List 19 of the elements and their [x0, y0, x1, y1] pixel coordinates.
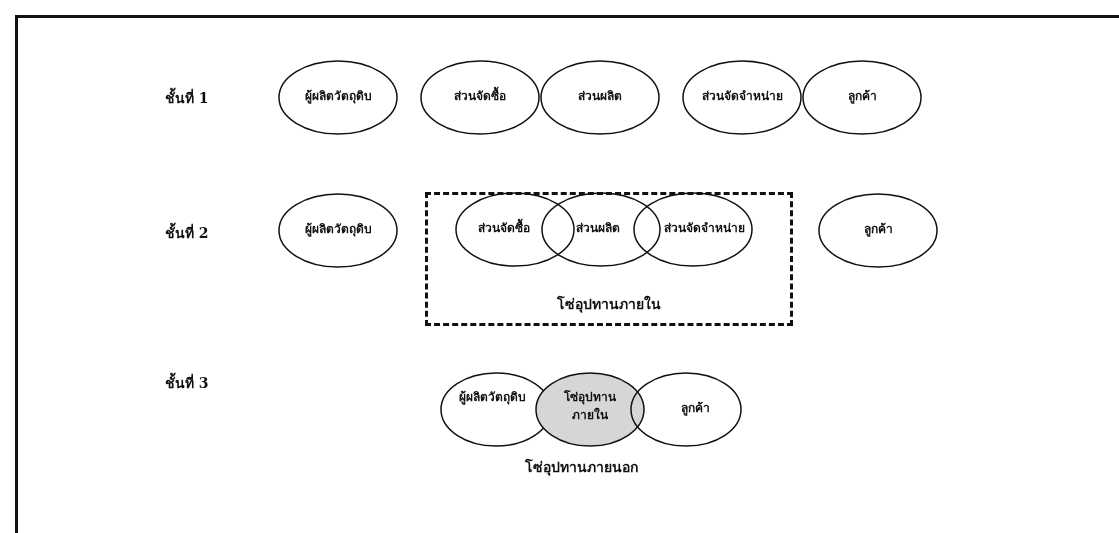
group-title: โซ่อุปทานภายใน	[557, 294, 661, 315]
node-label: ลูกค้า	[862, 221, 894, 238]
node-label: ส่วนจัดจำหน่าย	[700, 88, 784, 105]
node-label: ส่วนจัดซื้อ	[463, 219, 545, 237]
dashed-group-frame	[425, 192, 793, 326]
group-caption: โซ่อุปทานภายนอก	[525, 457, 638, 478]
node-label: ผู้ผลิตวัตถุดิบ	[457, 389, 527, 406]
row-label: ชั้นที่ 1	[165, 87, 209, 109]
node-label: ผู้ผลิตวัตถุดิบ	[303, 88, 373, 105]
node-label: ลูกค้า	[846, 88, 878, 105]
node-label: ลูกค้า	[679, 400, 711, 417]
node-label: ส่วนจัดซื้อ	[430, 87, 530, 105]
node-label: ส่วนผลิต	[577, 88, 623, 105]
node-label: โซ่อุปทานภายใน	[563, 389, 617, 424]
row-label: ชั้นที่ 3	[165, 372, 209, 394]
node-label: ส่วนจัดจำหน่าย	[662, 220, 746, 237]
node-label: ส่วนผลิต	[575, 220, 621, 237]
row-label: ชั้นที่ 2	[165, 222, 209, 244]
node-label: ผู้ผลิตวัตถุดิบ	[303, 221, 373, 238]
